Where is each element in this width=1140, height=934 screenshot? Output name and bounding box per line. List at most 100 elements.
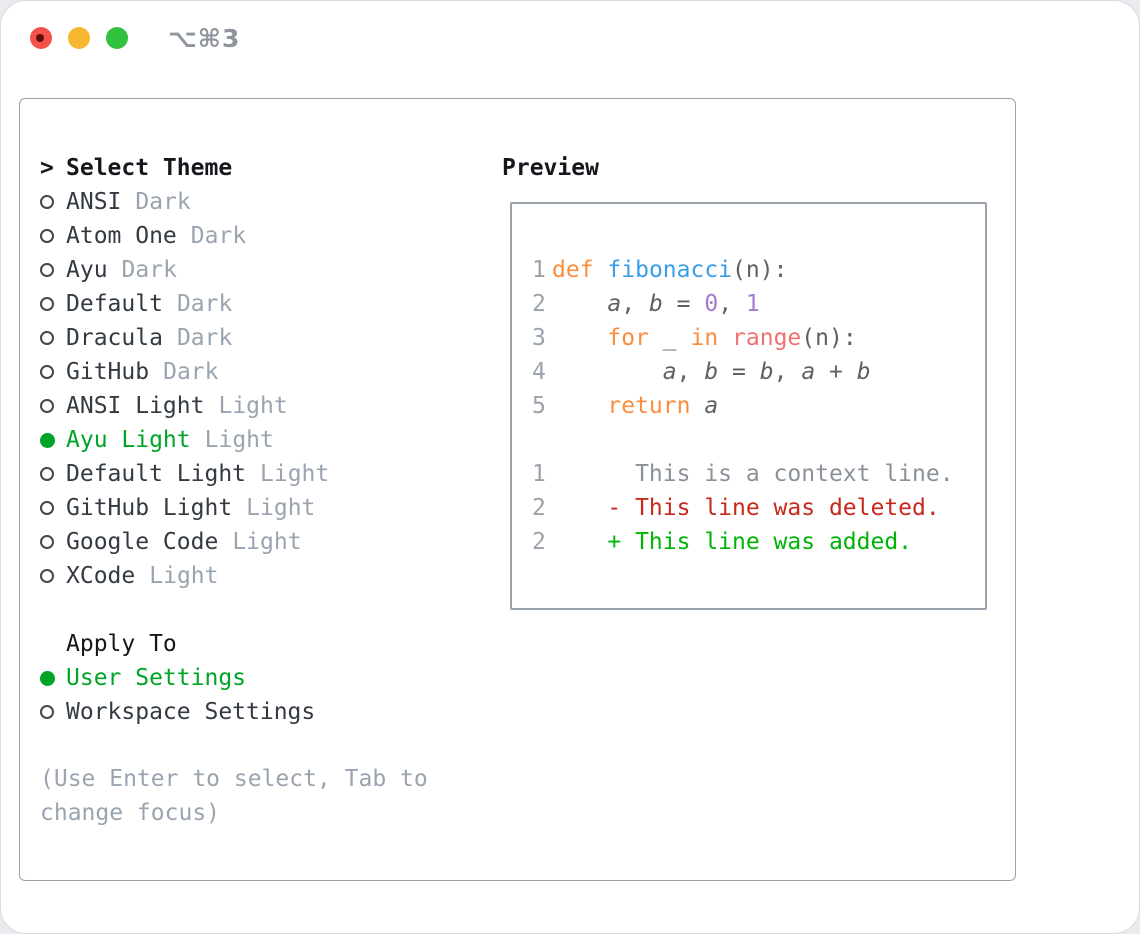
line-number: 2 [532,495,546,521]
theme-option-xcode[interactable]: XCode Light [40,559,428,593]
diff-block: 1 This is a context line.2 - This line w… [532,457,985,559]
code-text: for _ in range(n): [552,325,857,351]
token-ident: b [704,359,719,385]
radio-unselected-icon [40,331,54,345]
token-ident: a [801,359,816,385]
token-ident: a [704,393,719,419]
code-line-5: 5 return a [532,389,985,423]
line-number: 1 [532,257,546,283]
theme-name: Dracula [66,325,163,351]
theme-variant-tag: Light [149,563,219,589]
token-plain [552,393,607,419]
token-builtin: range [732,325,802,351]
preview-title: Preview [502,155,599,181]
select-theme-header: > Select Theme [40,151,428,185]
code-line-4: 4 a, b = b, a + b [532,355,985,389]
theme-variant-tag: Dark [190,223,247,249]
apply-option-name: Workspace Settings [66,699,316,725]
theme-variant-tag: Dark [121,257,177,283]
theme-option-dracula[interactable]: Dracula Dark [40,321,428,355]
traffic-light-minimize-icon[interactable] [68,27,90,49]
code-text: return a [552,393,718,419]
theme-name: ANSI Light [66,393,205,419]
token-ident: b [648,291,663,317]
radio-unselected-icon [40,467,54,481]
token-plain [690,393,704,419]
token-keyword: in [690,325,719,351]
radio-unselected-icon [40,399,54,413]
token-plain: _ [648,325,691,351]
token-ident: b [759,359,774,385]
diff-line-deleted: 2 - This line was deleted. [532,491,985,525]
apply-to-title: Apply To [66,631,177,657]
theme-variant-tag: Dark [176,325,233,351]
code-line-2: 2 a, b = 0, 1 [532,287,985,321]
window-title: ⌥⌘3 [168,23,241,53]
token-ident: a [662,359,677,385]
token-plain [552,359,663,385]
token-plain: (n): [732,257,788,283]
token-plain: , [718,291,746,317]
theme-name: XCode [66,563,136,589]
token-plain: , [676,359,705,385]
record-dot-icon [36,34,44,42]
theme-variant-tag: Dark [176,291,233,317]
token-plain [718,325,732,351]
theme-variant-tag: Dark [135,189,191,215]
traffic-light-zoom-icon[interactable] [106,27,128,49]
spacer [40,593,428,627]
apply-option-name: User Settings [66,665,247,691]
traffic-light-close-icon[interactable] [30,27,52,49]
code-text: a, b = 0, 1 [552,291,760,317]
token-keyword: return [607,393,691,419]
select-theme-title: Select Theme [66,155,233,181]
theme-option-ayu-light[interactable]: Ayu Light Light [40,423,428,457]
token-plain: (n): [801,325,857,351]
hint-line: (Use Enter to select, Tab to [40,766,428,792]
cursor-prefix: > [40,155,54,181]
token-plain: + [815,359,857,385]
diff-text-added: + This line was added. [552,529,913,555]
diff-line-context: 1 This is a context line. [532,457,985,491]
token-plain [552,325,607,351]
token-keyword: def [552,257,594,283]
theme-option-ansi[interactable]: ANSI Dark [40,185,428,219]
line-number: 3 [532,325,546,351]
theme-name: Ayu Light [66,427,191,453]
line-number: 4 [532,359,546,385]
blank-line [532,423,985,457]
token-number: 1 [745,291,760,317]
radio-unselected-icon [40,501,54,515]
theme-name: Google Code [66,529,219,555]
theme-option-ayu[interactable]: Ayu Dark [40,253,428,287]
token-ident: b [856,359,871,385]
radio-unselected-icon [40,263,54,277]
code-line-3: 3 for _ in range(n): [532,321,985,355]
code-text: def fibonacci(n): [552,257,787,283]
radio-selected-icon [40,432,55,448]
apply-option-workspace-settings[interactable]: Workspace Settings [40,695,428,729]
theme-variant-tag: Light [204,427,274,453]
token-function: fibonacci [607,257,733,283]
theme-name: Ayu [66,257,108,283]
theme-name: ANSI [66,189,122,215]
token-plain: = [662,291,705,317]
radio-unselected-icon [40,297,54,311]
line-number: 2 [532,291,546,317]
token-number: 0 [704,291,719,317]
apply-option-user-settings[interactable]: User Settings [40,661,428,695]
theme-name: Default Light [66,461,247,487]
